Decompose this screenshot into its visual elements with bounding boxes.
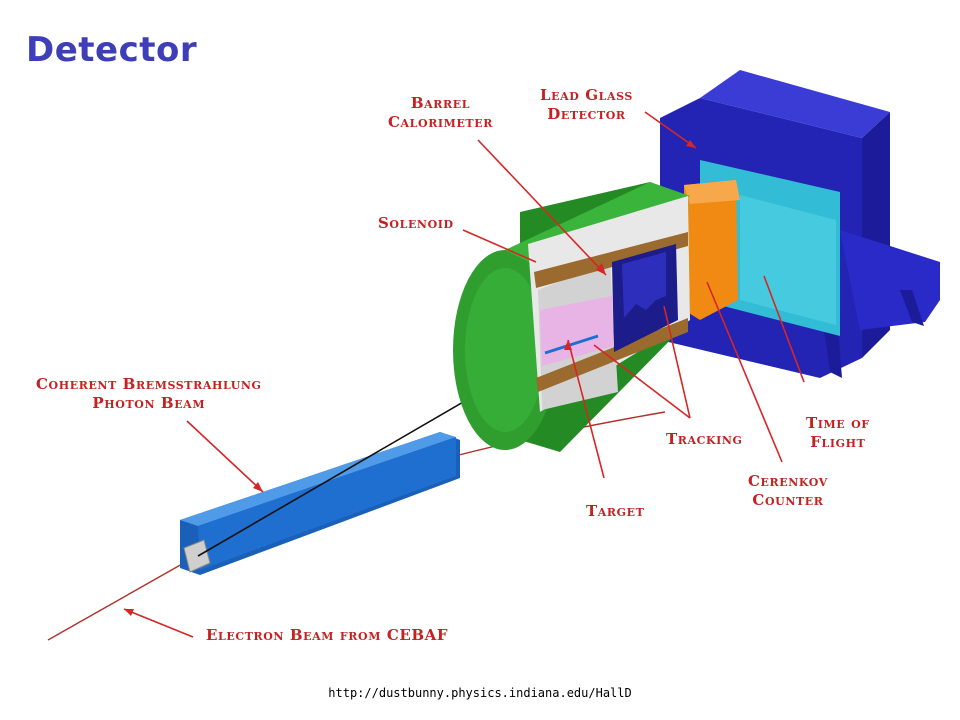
calorimeter-lower — [536, 318, 688, 392]
label-lead-glass-line2: Detector — [547, 105, 626, 123]
label-cerenkov-counter: Cerenkov Counter — [748, 472, 828, 510]
label-brems-line1: Coherent Bremsstrahlung — [36, 375, 262, 393]
label-barrel-calorimeter: Barrel Calorimeter — [388, 94, 493, 132]
label-cerenkov-line1: Cerenkov — [748, 472, 828, 490]
label-cerenkov-line2: Counter — [752, 491, 824, 509]
arrow-tracking-1 — [593, 344, 691, 419]
slide-title: Detector — [26, 30, 198, 70]
arrow-barrel-calorimeter — [477, 139, 607, 276]
label-barrel-line2: Calorimeter — [388, 113, 493, 131]
arrow-cerenkov — [706, 281, 783, 463]
label-time-of-flight: Time of Flight — [806, 414, 870, 452]
label-tof-line2: Flight — [810, 433, 866, 451]
label-target: Target — [586, 502, 645, 520]
callout-arrows — [123, 111, 805, 638]
arrow-electron-beam — [123, 608, 194, 638]
label-tof-line1: Time of — [806, 414, 870, 432]
arrow-lead-glass — [644, 111, 697, 149]
arrow-tof — [763, 275, 805, 383]
cerenkov-counter — [684, 180, 740, 320]
arrow-photon-beam — [186, 420, 264, 493]
label-lead-glass-detector: Lead Glass Detector — [540, 86, 633, 124]
label-solenoid: Solenoid — [378, 214, 454, 232]
arrow-target — [567, 339, 605, 479]
arrow-tracking-2 — [663, 305, 691, 419]
radiator-grid — [183, 539, 211, 573]
arrow-solenoid — [462, 229, 537, 263]
label-barrel-line1: Barrel — [410, 94, 471, 112]
electron-beam-line — [47, 554, 199, 641]
label-electron-beam: Electron Beam from CEBAF — [206, 626, 449, 644]
label-lead-glass-line1: Lead Glass — [540, 86, 633, 104]
label-brems-line2: Photon Beam — [92, 394, 206, 412]
tagger-magnet — [180, 432, 460, 575]
label-tracking: Tracking — [666, 430, 743, 448]
label-coherent-bremsstrahlung: Coherent Bremsstrahlung Photon Beam — [36, 375, 262, 413]
target-cell — [544, 334, 599, 355]
source-url: http://dustbunny.physics.indiana.edu/Hal… — [328, 686, 632, 700]
calorimeter-upper — [534, 232, 688, 288]
